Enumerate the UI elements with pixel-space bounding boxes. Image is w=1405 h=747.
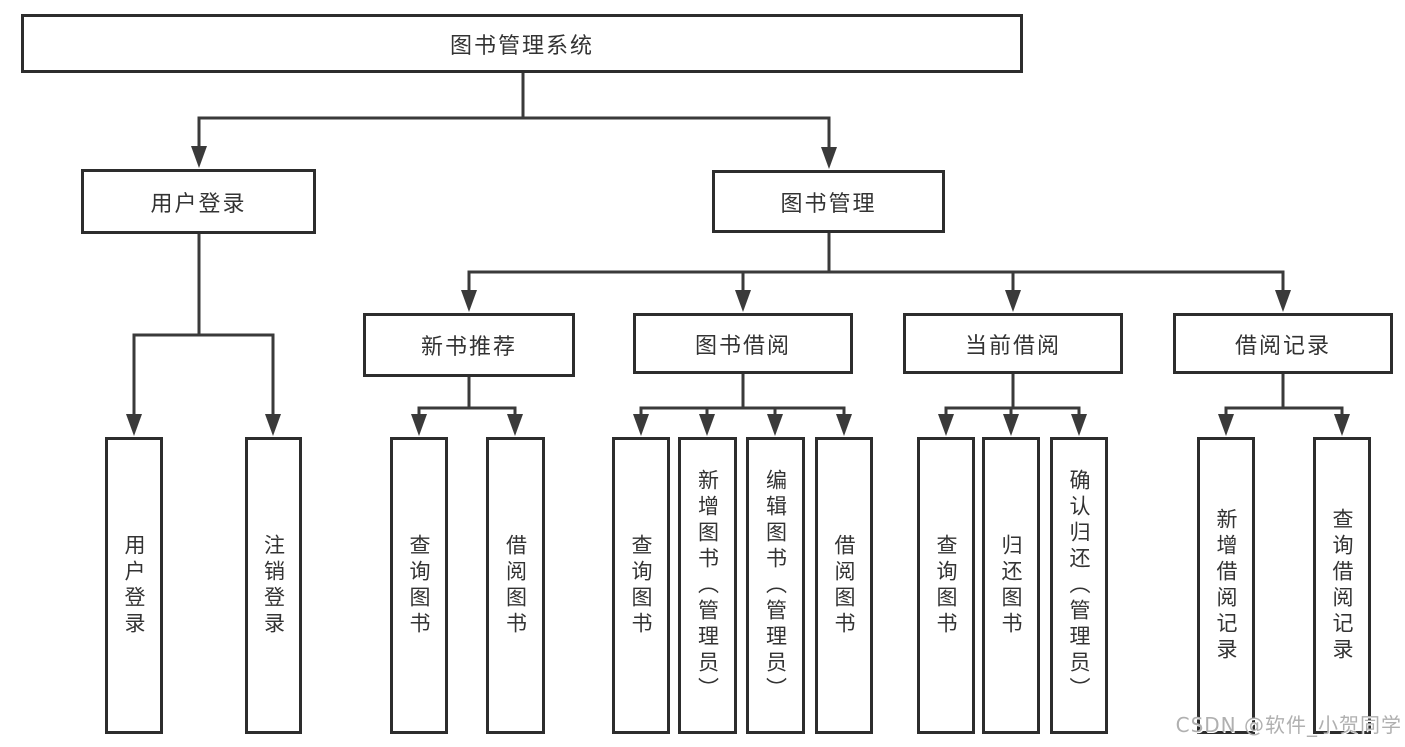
arrow-to-user-login xyxy=(191,146,207,168)
leaf-newbooks-query: 查询图书 xyxy=(390,437,448,734)
leaf-label: 借阅图书 xyxy=(503,533,528,638)
arrow-current-leaf-1 xyxy=(938,414,954,436)
arrow-borrow-leaf-3 xyxy=(767,414,783,436)
leaf-records-query: 查询借阅记录 xyxy=(1313,437,1371,734)
leaf-borrow-edit: 编辑图书（管理员） xyxy=(746,437,805,734)
arrow-borrow-leaf-2 xyxy=(699,414,715,436)
leaf-current-query: 查询图书 xyxy=(917,437,975,734)
arrow-to-newbooks xyxy=(461,290,477,312)
arrow-records-leaf-2 xyxy=(1334,414,1350,436)
leaf-records-add: 新增借阅记录 xyxy=(1197,437,1255,734)
leaf-label: 归还图书 xyxy=(999,533,1024,638)
leaf-label: 借阅图书 xyxy=(832,533,857,638)
arrow-login-leaf-1 xyxy=(126,414,142,436)
node-new-books: 新书推荐 xyxy=(363,313,575,377)
leaf-logout: 注销登录 xyxy=(245,437,302,734)
arrow-to-bookborrow xyxy=(735,290,751,312)
connector-lines xyxy=(132,73,1344,418)
node-root: 图书管理系统 xyxy=(21,14,1023,73)
arrow-borrow-leaf-4 xyxy=(836,414,852,436)
node-borrow-records: 借阅记录 xyxy=(1173,313,1393,374)
node-user-login: 用户登录 xyxy=(81,169,316,234)
leaf-label: 查询图书 xyxy=(629,533,654,638)
connector-login-drops xyxy=(132,333,275,418)
leaf-label: 用户登录 xyxy=(122,533,147,638)
arrow-login-leaf-2 xyxy=(265,414,281,436)
arrow-newbooks-leaf-2 xyxy=(507,414,523,436)
arrowheads xyxy=(126,146,1350,436)
csdn-watermark: CSDN @软件_小贺同学 xyxy=(1175,713,1402,737)
arrow-to-records xyxy=(1275,290,1291,312)
node-book-mgmt: 图书管理 xyxy=(712,170,945,233)
leaf-label: 编辑图书（管理员） xyxy=(763,468,788,703)
leaf-label: 查询借阅记录 xyxy=(1330,507,1355,664)
arrow-records-leaf-1 xyxy=(1218,414,1234,436)
leaf-label: 查询图书 xyxy=(407,533,432,638)
leaf-borrow-add: 新增图书（管理员） xyxy=(678,437,737,734)
connector-mgmt-drops xyxy=(467,270,1285,293)
leaf-label: 新增图书（管理员） xyxy=(695,468,720,703)
leaf-borrow-query: 查询图书 xyxy=(612,437,670,734)
leaf-current-confirm: 确认归还（管理员） xyxy=(1050,437,1108,734)
leaf-user-login: 用户登录 xyxy=(105,437,163,734)
arrow-current-leaf-2 xyxy=(1003,414,1019,436)
node-current-borrow: 当前借阅 xyxy=(903,313,1123,374)
arrow-to-book-mgmt xyxy=(821,147,837,169)
leaf-label: 新增借阅记录 xyxy=(1214,507,1239,664)
leaf-label: 确认归还（管理员） xyxy=(1067,468,1092,703)
connector-root-drops xyxy=(197,116,831,151)
arrow-current-leaf-3 xyxy=(1071,414,1087,436)
leaf-borrow-borrow: 借阅图书 xyxy=(815,437,873,734)
leaf-label: 查询图书 xyxy=(934,533,959,638)
connector-borrow-drops xyxy=(639,406,846,418)
arrow-newbooks-leaf-1 xyxy=(411,414,427,436)
arrow-borrow-leaf-1 xyxy=(633,414,649,436)
arrow-to-currentborrow xyxy=(1005,290,1021,312)
leaf-label: 注销登录 xyxy=(261,533,286,638)
leaf-current-return: 归还图书 xyxy=(982,437,1040,734)
node-book-borrow: 图书借阅 xyxy=(633,313,853,374)
leaf-newbooks-borrow: 借阅图书 xyxy=(486,437,545,734)
